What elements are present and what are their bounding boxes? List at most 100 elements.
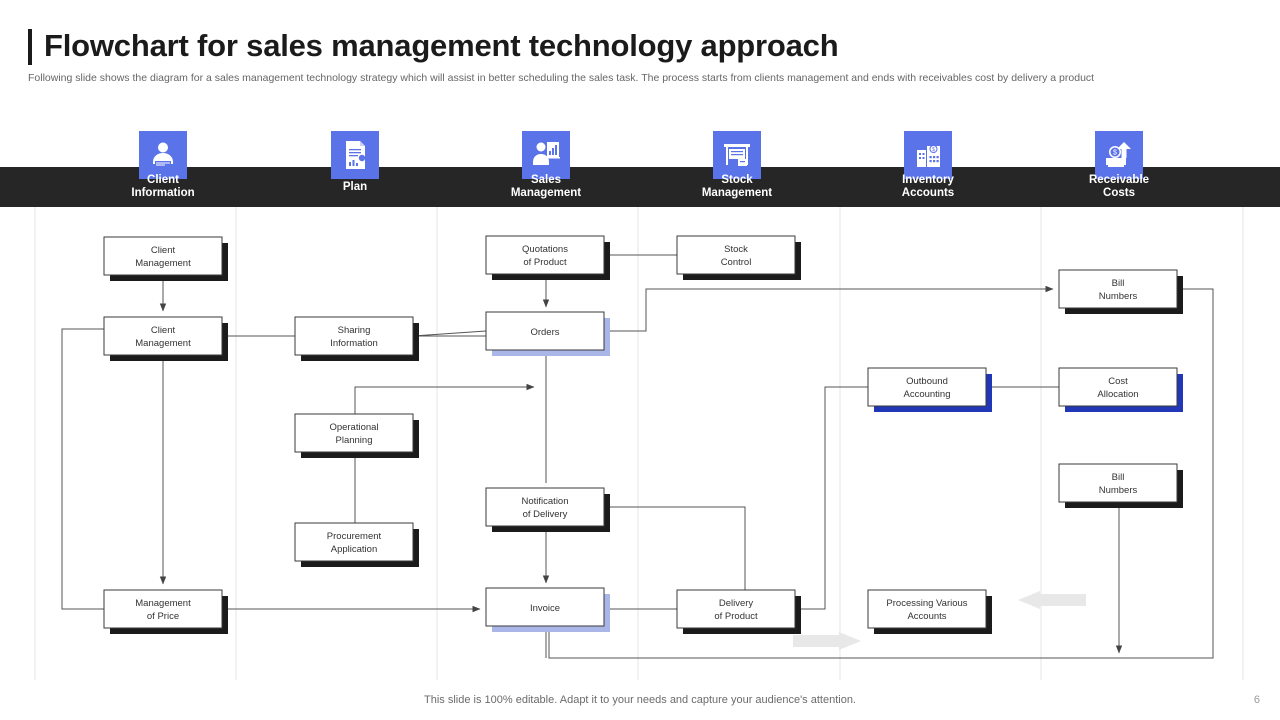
node-label-line1: Quotations: [522, 244, 568, 255]
node-label-line2: of Price: [147, 611, 179, 622]
node-box: [1058, 463, 1178, 503]
node-label-line2: Planning: [336, 435, 373, 446]
node-label-line2: Accounting: [903, 389, 950, 400]
node-box: [294, 522, 414, 562]
footer-note: This slide is 100% editable. Adapt it to…: [424, 694, 856, 706]
header-band: [0, 167, 1280, 207]
node-box: [867, 589, 987, 629]
node-label-line2: Management: [135, 338, 191, 349]
node-label-line2: of Delivery: [523, 509, 568, 520]
node-box: [485, 235, 605, 275]
edge-sharing-to-orders: [412, 330, 487, 337]
plan-document-icon: [331, 131, 379, 179]
edge-feedback-price-to-client: [61, 328, 104, 610]
node-box: [294, 413, 414, 453]
node-label-line1: Outbound: [906, 376, 948, 387]
column-header-label: Plan: [342, 180, 368, 193]
node-box: [294, 316, 414, 356]
stock-management-icon: [713, 131, 761, 179]
node-label-line1: Cost: [1108, 376, 1128, 387]
node-box: [103, 236, 223, 276]
node-label-line1: Procurement: [327, 531, 382, 542]
flow-node-orders[interactable]: Orders: [485, 311, 610, 356]
node-label-line2: Application: [331, 544, 377, 555]
node-label-line1: Management: [135, 598, 191, 609]
svg-text:$: $: [932, 147, 935, 153]
node-box: [485, 587, 605, 627]
node-label-line1: Notification: [522, 496, 569, 507]
flow-node-delivery-of-product[interactable]: Delivery of Product: [676, 589, 801, 634]
node-box: [1058, 269, 1178, 309]
page-title: Flowchart for sales management technolog…: [44, 28, 839, 63]
column-header-plan-document[interactable]: Plan: [260, 167, 450, 207]
page-subtitle: Following slide shows the diagram for a …: [28, 72, 1095, 84]
node-box: [485, 311, 605, 351]
grey-arrow-left: [1018, 591, 1086, 609]
edge-delivery-to-outbound: [795, 386, 868, 610]
edge-bill1-return-bus: [548, 288, 1214, 659]
node-label-line1: Orders: [530, 327, 559, 338]
node-box: [485, 487, 605, 527]
node-label-line2: Accounts: [907, 611, 946, 622]
node-label-line2: Numbers: [1099, 291, 1138, 302]
node-label-line1: Bill: [1112, 278, 1125, 289]
node-box: [103, 316, 223, 356]
flow-node-management-of-price[interactable]: Management of Price: [103, 589, 228, 634]
node-box: [103, 589, 223, 629]
node-label-line1: Bill: [1112, 472, 1125, 483]
node-label-line1: Invoice: [530, 603, 560, 614]
node-box: [676, 589, 796, 629]
node-label-line2: Management: [135, 258, 191, 269]
node-label-line2: Control: [721, 257, 752, 268]
inventory-accounts-icon: $: [904, 131, 952, 179]
node-label-line1: Operational: [329, 422, 378, 433]
node-label-line1: Sharing: [338, 325, 371, 336]
title-accent-rule: [28, 29, 32, 65]
node-label-line1: Processing Various: [886, 598, 967, 609]
sales-management-icon: [522, 131, 570, 179]
node-label-line1: Client: [151, 245, 176, 256]
node-box: [676, 235, 796, 275]
node-label-line1: Delivery: [719, 598, 754, 609]
receivable-costs-icon: $: [1095, 131, 1143, 179]
flow-node-invoice[interactable]: Invoice: [485, 587, 610, 632]
flow-node-notification-of-delivery[interactable]: Notification of Delivery: [485, 487, 610, 532]
node-label-line2: Numbers: [1099, 485, 1138, 496]
client-information-icon: [139, 131, 187, 179]
flow-node-quotations-of-product[interactable]: Quotations of Product: [485, 235, 610, 280]
node-box: [867, 367, 987, 407]
node-label-line2: Allocation: [1097, 389, 1138, 400]
node-label-line2: Information: [330, 338, 378, 349]
edge-notification-to-delivery: [604, 506, 746, 590]
edge-orders-to-bill1: [604, 285, 1054, 332]
node-label-line1: Client: [151, 325, 176, 336]
svg-text:$: $: [1113, 150, 1117, 157]
edge-operational-to-orders: [354, 383, 535, 414]
node-label-line1: Stock: [724, 244, 748, 255]
node-label-line2: of Product: [523, 257, 567, 268]
grey-arrow-right: [793, 632, 861, 650]
node-label-line2: of Product: [714, 611, 758, 622]
node-box: [1058, 367, 1178, 407]
